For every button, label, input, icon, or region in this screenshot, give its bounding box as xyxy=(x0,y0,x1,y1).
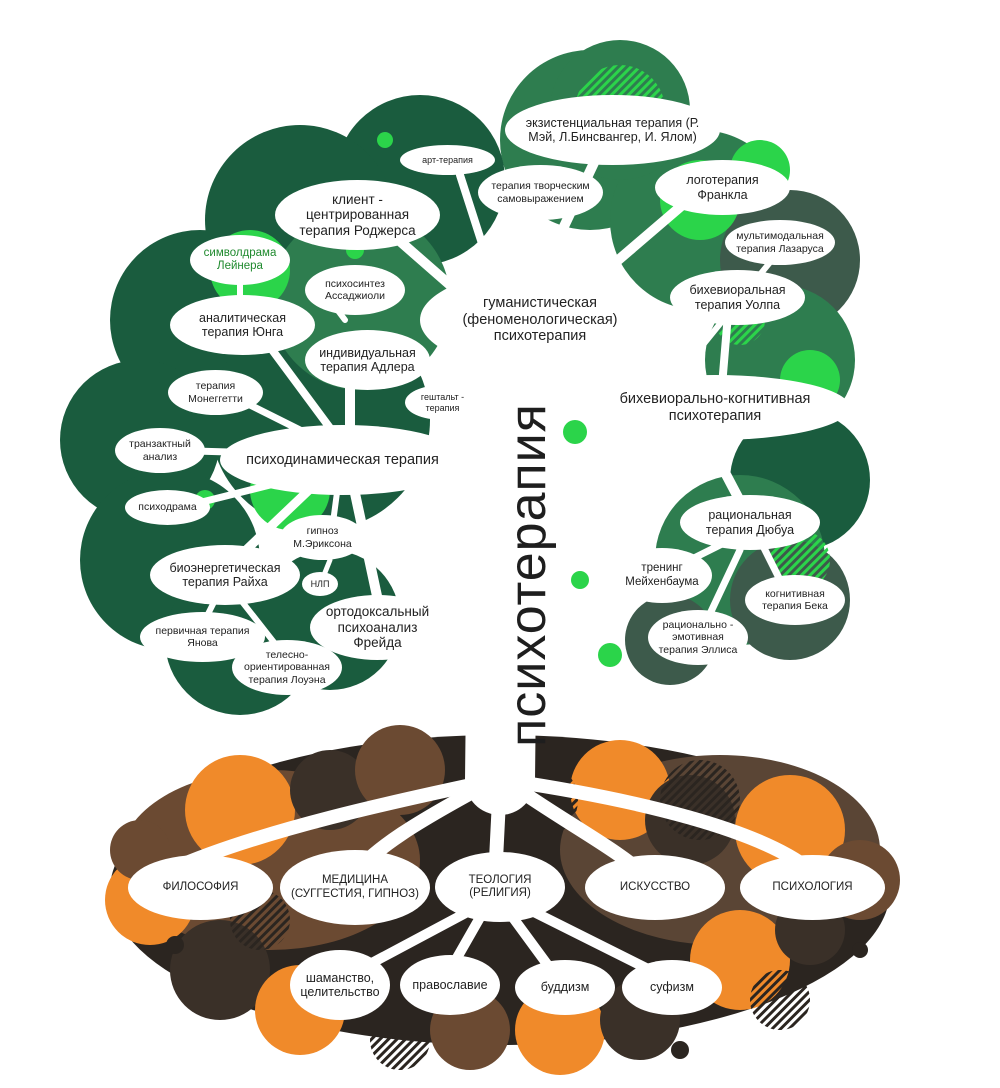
lazarus-therapy-label: мультимодальная терапия Лазаруса xyxy=(736,230,824,255)
erickson-hypnosis-node: гипноз М.Эриксона xyxy=(280,515,365,560)
creative-expression-therapy-label: терапия творческим самовыражением xyxy=(491,180,590,205)
logotherapy-label: логотерапия Франкла xyxy=(686,173,759,202)
adler-therapy-node: индивидуальная терапия Адлера xyxy=(305,330,430,390)
trunk-title: психотерапия xyxy=(499,403,557,747)
moneggetti-therapy-label: терапия Монеггетти xyxy=(188,380,243,405)
root-medicine-node: МЕДИЦИНА (СУГГЕСТИЯ, ГИПНОЗ) xyxy=(280,850,430,925)
root-psychology-label: ПСИХОЛОГИЯ xyxy=(772,880,853,893)
erickson-hypnosis-label: гипноз М.Эриксона xyxy=(293,525,352,550)
humanistic-hub-label: гуманистическая (феноменологическая) пси… xyxy=(462,294,618,345)
gestalt-therapy-label: гештальт - терапия xyxy=(420,392,465,413)
janov-therapy-label: первичная терапия Янова xyxy=(155,624,250,649)
client-centered-therapy-label: клиент - центрированная терапия Роджерса xyxy=(299,191,416,238)
beck-therapy-node: когнитивная терапия Бека xyxy=(745,575,845,625)
humanistic-hub-node: гуманистическая (феноменологическая) пси… xyxy=(420,270,660,370)
freud-psychoanalysis-label: ортодоксальный психоанализ Фрейда xyxy=(325,604,430,651)
jung-therapy-node: аналитическая терапия Юнга xyxy=(170,295,315,355)
nlp-label: НЛП xyxy=(310,578,330,589)
psychodynamic-hub-label: психодинамическая терапия xyxy=(246,451,439,468)
root-medicine-label: МЕДИЦИНА (СУГГЕСТИЯ, ГИПНОЗ) xyxy=(291,874,419,900)
root-psychology-node: ПСИХОЛОГИЯ xyxy=(740,855,885,920)
gestalt-therapy-node: гештальт - терапия xyxy=(405,385,480,420)
psychodrama-label: психодрама xyxy=(138,501,197,514)
lowen-therapy-label: телесно- ориентированная терапия Лоуэна xyxy=(244,649,330,686)
symboldrama-node: символдрама Лейнера xyxy=(190,235,290,285)
art-therapy-node: арт-терапия xyxy=(400,145,495,175)
moneggetti-therapy-node: терапия Монеггетти xyxy=(168,370,263,415)
psychodrama-node: психодрама xyxy=(125,490,210,525)
lazarus-therapy-node: мультимодальная терапия Лазаруса xyxy=(725,220,835,265)
ellis-therapy-label: рационально - эмотивная терапия Эллиса xyxy=(658,619,738,656)
psychodynamic-hub-node: психодинамическая терапия xyxy=(220,425,465,495)
wolpe-therapy-node: бихевиоральная терапия Уолпа xyxy=(670,270,805,325)
reich-therapy-node: биоэнергетическая терапия Райха xyxy=(150,545,300,605)
shamanism-node: шаманство, целительство xyxy=(290,950,390,1020)
cbt-hub-node: бихевиорально-когнитивная психотерапия xyxy=(580,375,850,440)
buddhism-label: буддизм xyxy=(540,980,590,995)
sufism-label: суфизм xyxy=(650,980,694,995)
meichenbaum-training-node: тренинг Мейхенбаума xyxy=(612,548,712,603)
buddhism-node: буддизм xyxy=(515,960,615,1015)
root-theology-node: ТЕОЛОГИЯ (РЕЛИГИЯ) xyxy=(435,852,565,922)
root-art-label: ИСКУССТВО xyxy=(619,880,691,893)
orthodoxy-node: православие xyxy=(400,955,500,1015)
wolpe-therapy-label: бихевиоральная терапия Уолпа xyxy=(689,283,786,312)
art-therapy-label: арт-терапия xyxy=(422,154,473,165)
jung-therapy-label: аналитическая терапия Юнга xyxy=(199,310,286,339)
root-philosophy-label: ФИЛОСОФИЯ xyxy=(162,880,239,893)
nlp-node: НЛП xyxy=(302,572,338,596)
ellis-therapy-node: рационально - эмотивная терапия Эллиса xyxy=(648,610,748,665)
orthodoxy-label: православие xyxy=(412,977,488,992)
root-theology-label: ТЕОЛОГИЯ (РЕЛИГИЯ) xyxy=(468,873,532,899)
dubois-therapy-label: рациональная терапия Дюбуа xyxy=(705,508,795,537)
root-art-node: ИСКУССТВО xyxy=(585,855,725,920)
existential-therapy-node: экзистенциальная терапия (Р. Мэй, Л.Бинс… xyxy=(505,95,720,165)
dubois-therapy-node: рациональная терапия Дюбуа xyxy=(680,495,820,550)
transactional-analysis-node: транзактный анализ xyxy=(115,428,205,473)
shamanism-label: шаманство, целительство xyxy=(300,970,380,999)
creative-expression-therapy-node: терапия творческим самовыражением xyxy=(478,165,603,220)
client-centered-therapy-node: клиент - центрированная терапия Роджерса xyxy=(275,180,440,250)
meichenbaum-training-label: тренинг Мейхенбаума xyxy=(625,562,699,588)
psychosynthesis-node: психосинтез Ассаджиоли xyxy=(305,265,405,315)
sufism-node: суфизм xyxy=(622,960,722,1015)
cbt-hub-label: бихевиорально-когнитивная психотерапия xyxy=(619,390,811,424)
freud-psychoanalysis-node: ортодоксальный психоанализ Фрейда xyxy=(310,595,445,660)
psychosynthesis-label: психосинтез Ассаджиоли xyxy=(325,277,385,302)
transactional-analysis-label: транзактный анализ xyxy=(129,438,191,463)
adler-therapy-label: индивидуальная терапия Адлера xyxy=(319,345,416,374)
symboldrama-label: символдрама Лейнера xyxy=(203,246,277,272)
lowen-therapy-node: телесно- ориентированная терапия Лоуэна xyxy=(232,640,342,695)
logotherapy-node: логотерапия Франкла xyxy=(655,160,790,215)
reich-therapy-label: биоэнергетическая терапия Райха xyxy=(169,560,281,589)
existential-therapy-label: экзистенциальная терапия (Р. Мэй, Л.Бинс… xyxy=(525,115,700,144)
root-philosophy-node: ФИЛОСОФИЯ xyxy=(128,855,273,920)
beck-therapy-label: когнитивная терапия Бека xyxy=(762,587,828,612)
